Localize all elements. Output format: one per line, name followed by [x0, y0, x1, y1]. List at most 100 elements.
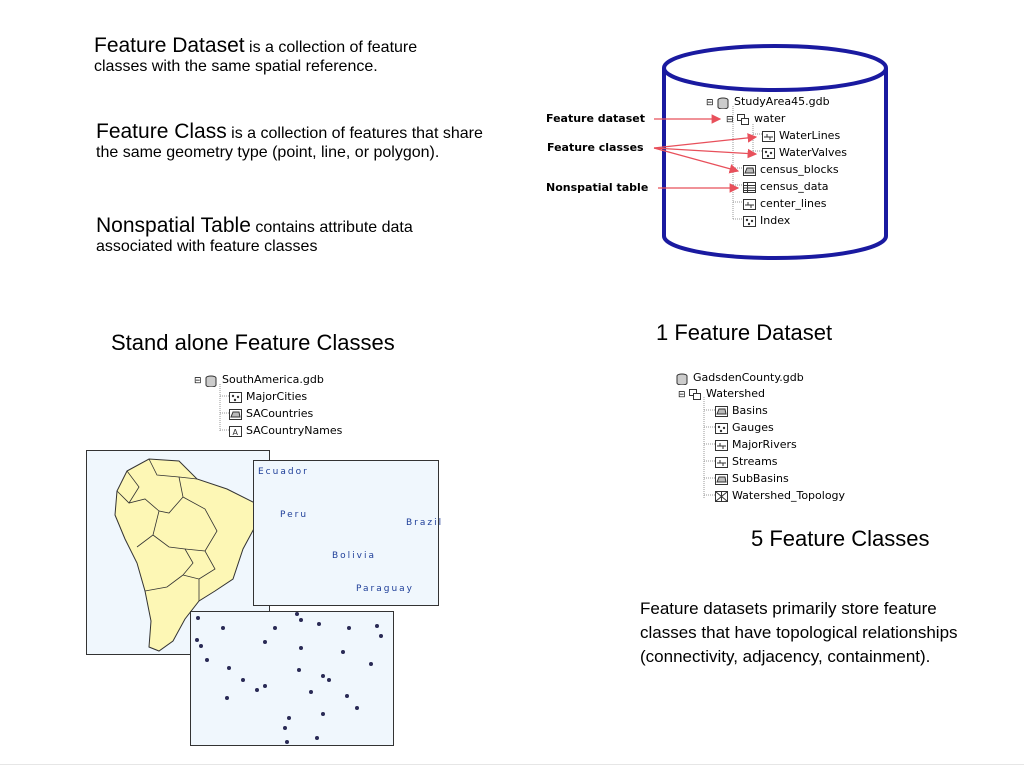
feature-class-definition: Feature Class is a collection of feature…	[96, 120, 488, 162]
geodatabase-tree: ⊟ StudyArea45.gdb ⊟ water WaterLines Wat…	[700, 94, 890, 244]
feature-dataset-definition: Feature Dataset is a collection of featu…	[94, 34, 454, 76]
bottom-divider	[0, 764, 1024, 765]
database-icon	[205, 375, 218, 387]
tree-item-watershed[interactable]: ⊟ Watershed	[678, 386, 765, 402]
tree-item-label: SACountries	[246, 407, 314, 420]
city-point	[199, 644, 203, 648]
city-point	[227, 666, 231, 670]
city-point	[369, 662, 373, 666]
city-point	[287, 716, 291, 720]
tree-item-watervalves[interactable]: WaterValves	[762, 145, 847, 161]
tree-item-label: Streams	[732, 455, 778, 468]
city-point	[263, 640, 267, 644]
tree-item-label: Watershed_Topology	[732, 489, 846, 502]
southamerica-tree: ⊟ SouthAmerica.gdb MajorCities SACountri…	[192, 370, 372, 442]
tree-item-label: MajorRivers	[732, 438, 797, 451]
tree-item-center-lines[interactable]: center_lines	[743, 196, 826, 212]
polygon-feature-class-icon	[715, 473, 728, 485]
line-feature-class-icon	[762, 130, 775, 142]
feature-class-term: Feature Class	[96, 120, 227, 143]
feature-classes-count-heading: 5 Feature Classes	[751, 526, 930, 551]
collapse-icon[interactable]: ⊟	[678, 390, 686, 400]
tree-item-label: SouthAmerica.gdb	[222, 373, 324, 386]
city-point	[225, 696, 229, 700]
tree-item-label: Gauges	[732, 421, 774, 434]
city-point	[299, 618, 303, 622]
tree-item-gauges[interactable]: Gauges	[715, 420, 774, 436]
city-point	[295, 612, 299, 616]
feature-dataset-heading: 1 Feature Dataset	[656, 320, 833, 345]
tree-item-label: Index	[760, 214, 791, 227]
tree-item-basins[interactable]: Basins	[715, 403, 768, 419]
map-label-brazil: Brazil	[406, 518, 444, 528]
callout-nonspatial-table: Nonspatial table	[546, 181, 649, 194]
city-point	[263, 684, 267, 688]
tree-item-label: StudyArea45.gdb	[734, 95, 830, 108]
tree-item-subbasins[interactable]: SubBasins	[715, 471, 789, 487]
collapse-icon[interactable]: ⊟	[706, 98, 714, 108]
polygon-feature-class-icon	[229, 408, 242, 420]
callout-feature-classes: Feature classes	[547, 141, 644, 154]
nonspatial-table-definition: Nonspatial Table contains attribute data…	[96, 214, 456, 256]
tree-item-label: SubBasins	[732, 472, 789, 485]
line-feature-class-icon	[715, 456, 728, 468]
city-point	[309, 690, 313, 694]
map-label-peru: Peru	[280, 510, 309, 520]
geodatabase-cylinder	[662, 44, 888, 260]
tree-item-census-blocks[interactable]: census_blocks	[743, 162, 839, 178]
tree-item-majorcities[interactable]: MajorCities	[229, 389, 307, 405]
city-point	[321, 674, 325, 678]
annotation-feature-class-icon: A	[229, 425, 242, 437]
city-point	[315, 736, 319, 740]
tree-item-label: WaterValves	[779, 146, 847, 159]
collapse-icon[interactable]: ⊟	[194, 376, 202, 386]
tree-item-label: WaterLines	[779, 129, 841, 142]
svg-text:A: A	[233, 428, 239, 437]
city-point	[345, 694, 349, 698]
tree-item-label: Watershed	[706, 387, 766, 400]
city-point	[321, 712, 325, 716]
tree-item-sacountries[interactable]: SACountries	[229, 406, 313, 422]
city-point	[297, 668, 301, 672]
tree-item-gadsdencounty[interactable]: GadsdenCounty.gdb	[676, 370, 804, 386]
feature-dataset-icon	[689, 388, 702, 400]
tree-item-waterlines[interactable]: WaterLines	[762, 128, 840, 144]
tree-item-census-data[interactable]: census_data	[743, 179, 829, 195]
tree-item-watershed-topology[interactable]: Watershed_Topology	[715, 488, 845, 504]
tree-item-label: water	[754, 112, 786, 125]
tree-connector-lines	[219, 384, 229, 432]
tree-item-studyarea45[interactable]: ⊟ StudyArea45.gdb	[706, 94, 830, 110]
callout-feature-dataset: Feature dataset	[546, 112, 645, 125]
tree-item-label: GadsdenCounty.gdb	[693, 371, 804, 384]
point-feature-class-icon	[743, 215, 756, 227]
tree-item-southamerica[interactable]: ⊟ SouthAmerica.gdb	[194, 372, 324, 388]
collapse-icon[interactable]: ⊟	[726, 115, 734, 125]
city-point	[347, 626, 351, 630]
point-feature-class-icon	[762, 147, 775, 159]
feature-datasets-note: Feature datasets primarily store feature…	[640, 599, 958, 666]
city-point	[299, 646, 303, 650]
tree-connector-lines	[703, 397, 715, 498]
city-point	[285, 740, 289, 744]
points-map-panel	[190, 611, 394, 746]
point-feature-class-icon	[229, 391, 242, 403]
city-point	[255, 688, 259, 692]
tree-item-label: census_blocks	[760, 163, 839, 176]
database-icon	[717, 97, 730, 109]
south-america-polygons	[114, 458, 258, 652]
city-point	[195, 638, 199, 642]
tree-item-index[interactable]: Index	[743, 213, 790, 229]
map-label-bolivia: Bolivia	[332, 551, 377, 561]
tree-item-majorrivers[interactable]: MajorRivers	[715, 437, 797, 453]
city-point	[375, 624, 379, 628]
tree-item-streams[interactable]: Streams	[715, 454, 778, 470]
tree-item-water[interactable]: ⊟ water	[726, 111, 785, 127]
map-label-paraguay: Paraguay	[356, 584, 415, 594]
feature-dataset-term: Feature Dataset	[94, 34, 245, 57]
tree-item-label: census_data	[760, 180, 829, 193]
city-point	[317, 622, 321, 626]
line-feature-class-icon	[715, 439, 728, 451]
city-point	[205, 658, 209, 662]
nonspatial-table-term: Nonspatial Table	[96, 214, 251, 237]
